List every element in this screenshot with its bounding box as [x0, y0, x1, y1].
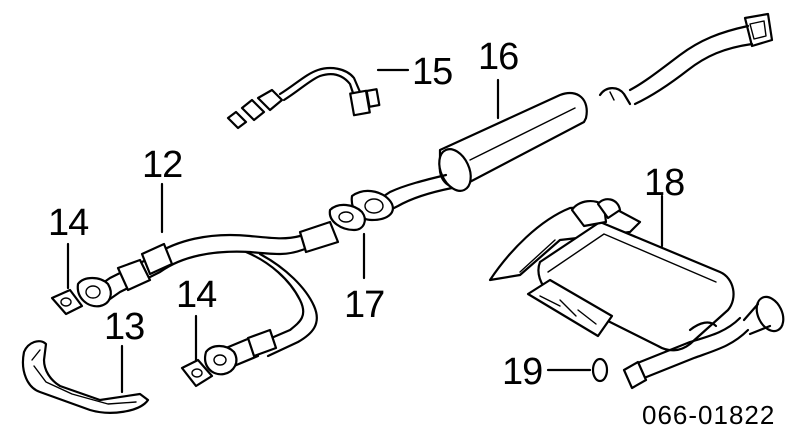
callout-19: 19 — [502, 351, 543, 393]
part-12-front-y-pipe — [76, 182, 340, 376]
part-17-gasket — [328, 203, 366, 280]
callout-12: 12 — [142, 144, 183, 186]
part-14-gaskets — [50, 242, 214, 388]
part-13-heat-shield — [21, 340, 150, 414]
part-18-main-muffler — [488, 194, 785, 390]
callout-16: 16 — [478, 36, 519, 78]
callout-13: 13 — [104, 306, 145, 348]
part-19-rubber-hanger — [546, 357, 609, 383]
reference-code: 066-01822 — [642, 400, 776, 430]
callout-14-lower: 14 — [176, 274, 217, 316]
callout-15: 15 — [412, 51, 453, 93]
part-15-oxygen-sensor — [226, 67, 410, 130]
callout-14-left: 14 — [48, 202, 89, 244]
part-16-center-muffler-pipe — [350, 12, 774, 222]
callout-18: 18 — [644, 162, 685, 204]
callout-17: 17 — [344, 284, 385, 326]
